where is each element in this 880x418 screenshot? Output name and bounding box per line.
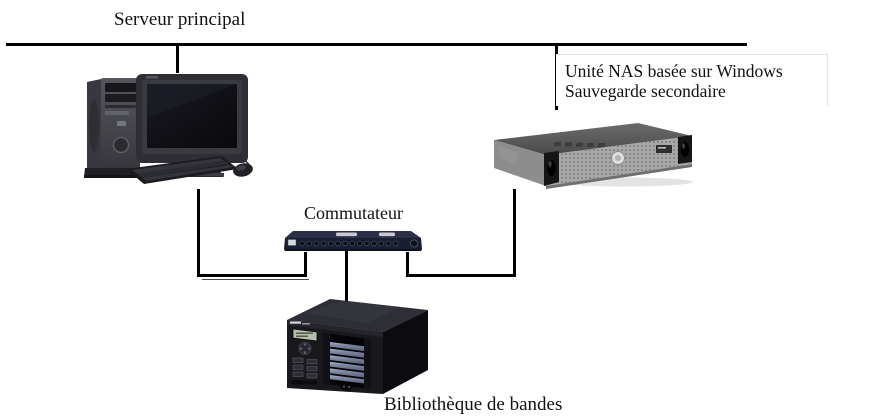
nas-label-line1: Unité NAS basée sur Windows (565, 61, 783, 81)
keyboard (126, 156, 238, 184)
switch-ports (299, 240, 399, 247)
tape-library-vent (291, 380, 317, 385)
switch-to-tape-connector (345, 251, 348, 302)
nas-label: Unité NAS basée sur Windows Sauvegarde s… (556, 54, 828, 106)
tower (84, 78, 148, 178)
network-switch-image (281, 228, 427, 254)
switch-console-port (409, 239, 418, 248)
tape-library-buttons (292, 357, 318, 379)
switch-label: Commutateur (304, 203, 403, 223)
tape-library-handle (339, 384, 353, 391)
tape-magazine (323, 333, 371, 389)
backbone-to-server-connector (176, 46, 179, 73)
server-to-switch-connector-vertical (197, 189, 200, 277)
server-to-switch-connector-horizontal (197, 274, 307, 277)
tape-library-nav-pad (298, 342, 312, 355)
switch-label-sticker (336, 232, 357, 237)
nas-power-button (611, 151, 625, 165)
nas-to-switch-connector-riser (406, 252, 409, 277)
switch-label-sticker2 (379, 232, 395, 237)
tape-library-lcd (292, 328, 318, 342)
switch-uplink-port (287, 239, 297, 246)
server-to-switch-connector-echo (202, 279, 309, 280)
nas-label-line2: Sauvegarde secondaire (565, 81, 726, 101)
desktop-computer-image (84, 74, 260, 184)
mouse (225, 157, 253, 177)
nas-to-switch-connector-horizontal (406, 274, 516, 277)
nas-left-handle (544, 151, 559, 186)
nas-badge (656, 145, 672, 153)
nas-unit-image (488, 120, 704, 190)
tape-library-label: Bibliothèque de bandes (384, 394, 563, 415)
nas-right-handle (678, 135, 692, 164)
tape-library-image (283, 297, 433, 397)
server-to-switch-connector-riser (304, 252, 307, 277)
lan-backbone-line (6, 43, 747, 46)
server-label: Serveur principal (114, 9, 246, 30)
nas-to-switch-connector-vertical (513, 189, 516, 277)
